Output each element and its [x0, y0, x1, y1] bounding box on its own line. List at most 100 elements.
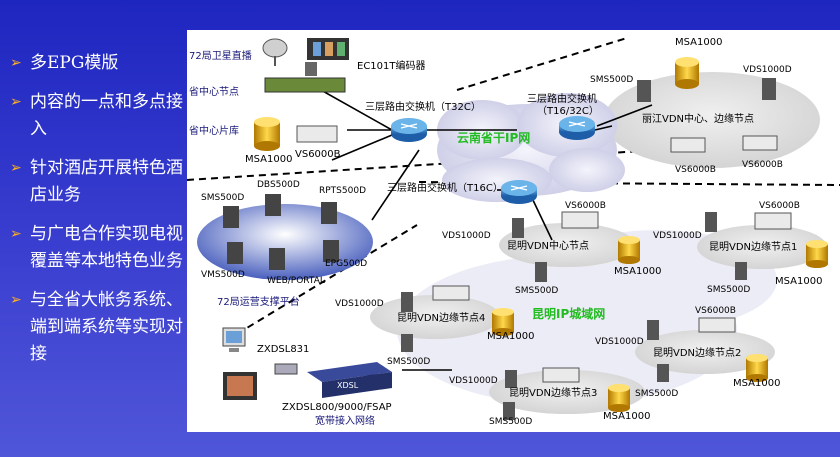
vs-device-icon	[296, 125, 338, 143]
metro-label: 昆明IP城域网	[532, 306, 605, 321]
edge3-sms-label: SMS500D	[489, 417, 532, 427]
prov-center-label: 省中心节点	[189, 85, 239, 98]
server-rack-icon	[305, 62, 317, 76]
arrow-bullet-icon: ➢	[10, 160, 22, 176]
bullet-item: ➢ 针对酒店开展特色酒店业务	[8, 155, 186, 209]
msa-storage-icon	[608, 384, 630, 412]
bullet-text: 与全省大帐务系统、端到端系统等实现对接	[30, 290, 183, 364]
dashed-line	[456, 37, 628, 91]
platform-vms-label: VMS500D	[201, 270, 245, 280]
kunming-center-msa-label: MSA1000	[614, 266, 661, 277]
router-t16-label-line1: 三层路由交换机	[527, 92, 597, 105]
server-tower-icon	[401, 292, 413, 312]
bullet-item: ➢ 与广电合作实现电视覆盖等本地特色业务	[8, 221, 186, 275]
film-reel-icon	[307, 38, 349, 60]
server-tower-icon	[321, 202, 337, 224]
server-tower-icon	[705, 212, 717, 232]
satellite-dish-icon	[262, 38, 288, 66]
encoder-label: EC101T编码器	[357, 59, 426, 72]
arrow-bullet-icon: ➢	[10, 94, 22, 110]
lijiang-vs-a-label: VS6000B	[675, 165, 716, 175]
sat-label: 72局卫星直播	[189, 49, 252, 62]
dslam-device-icon: XDSL	[307, 362, 392, 398]
vs-device-icon	[561, 211, 599, 229]
edge1-vds-label: VDS1000D	[653, 231, 702, 241]
server-tower-icon	[227, 242, 243, 264]
kunming-center-sms-label: SMS500D	[515, 286, 558, 296]
platform-sms-label: SMS500D	[201, 193, 244, 203]
platform-dbs-label: DBS500D	[257, 180, 300, 190]
bullet-list: ➢ 多EPG模版 ➢ 内容的一点和多点接入 ➢ 针对酒店开展特色酒店业务 ➢ 与广电合作…	[8, 50, 186, 380]
kunming-center-ellipse	[499, 223, 635, 267]
edge4-sms-label: SMS500D	[387, 357, 430, 367]
prov-library-label: 省中心片库	[189, 124, 239, 137]
arrow-bullet-icon: ➢	[10, 55, 22, 71]
vs-device-icon	[754, 212, 792, 230]
bullet-item: ➢ 内容的一点和多点接入	[8, 89, 186, 143]
server-tower-icon	[505, 370, 517, 388]
edge1-vs-label: VS6000B	[759, 201, 800, 211]
msa-storage-icon	[746, 354, 768, 382]
edge3-msa-label: MSA1000	[603, 411, 650, 422]
dashed-line	[226, 224, 418, 341]
router-t16-label-line2: （T16/32C）	[537, 105, 599, 117]
server-tower-icon	[637, 80, 651, 102]
server-tower-icon	[323, 240, 339, 262]
bullet-text: 内容的一点和多点接入	[30, 92, 183, 139]
vs-label: VS6000B	[295, 149, 341, 160]
server-tower-icon	[535, 262, 547, 282]
server-tower-icon	[223, 206, 239, 228]
dashed-divider-lines	[187, 37, 840, 341]
lijiang-msa-label: MSA1000	[675, 37, 722, 48]
lijiang-vs-b-label: VS6000B	[742, 160, 783, 170]
lijiang-center-label: 丽江VDN中心、边缘节点	[642, 112, 754, 125]
server-tower-icon	[401, 334, 413, 352]
vs-device-icon	[432, 285, 470, 301]
edge3-ellipse	[489, 370, 645, 414]
edge3-vds-label: VDS1000D	[449, 376, 498, 386]
bullet-text: 针对酒店开展特色酒店业务	[30, 158, 183, 205]
platform-epg-label: EPG500D	[325, 259, 367, 269]
encoder-device-icon	[264, 77, 346, 93]
server-tower-icon	[735, 262, 747, 280]
server-tower-icon	[647, 320, 659, 340]
edge2-sms-label: SMS500D	[635, 389, 678, 399]
kunming-center-vds-label: VDS1000D	[442, 231, 491, 241]
edge1-ellipse	[697, 225, 827, 269]
vs-device-icon	[742, 135, 778, 151]
platform-label: 72局运营支撑平台	[217, 295, 300, 308]
edge2-vs-label: VS6000B	[695, 306, 736, 316]
bullet-text: 与广电合作实现电视覆盖等本地特色业务	[30, 224, 183, 271]
server-tower-icon	[512, 218, 524, 238]
edge2-msa-label: MSA1000	[733, 378, 780, 389]
edge2-label: 昆明VDN边缘节点2	[653, 346, 741, 359]
server-tower-icon	[657, 364, 669, 382]
platform-rpts-label: RPTS500D	[319, 186, 366, 196]
msa-storage-icon	[254, 117, 280, 151]
tv-icon	[223, 372, 257, 400]
zxdsl-top-label: ZXDSL831	[257, 344, 309, 355]
kunming-center-vs-label: VS6000B	[565, 201, 606, 211]
vs-device-icon	[670, 137, 706, 153]
edge1-msa-label: MSA1000	[775, 276, 822, 287]
platform-web-label: WEB/PORTAL	[267, 276, 325, 286]
msa-storage-icon	[618, 236, 640, 264]
arrow-bullet-icon: ➢	[10, 292, 22, 308]
edge1-sms-label: SMS500D	[707, 285, 750, 295]
cloud-label: 云南省干IP网	[457, 130, 530, 145]
bullet-item: ➢ 多EPG模版	[8, 50, 186, 77]
arrow-bullet-icon: ➢	[10, 226, 22, 242]
bullet-text: 多EPG模版	[30, 53, 119, 73]
msa-storage-icon	[492, 308, 514, 336]
dashed-line	[187, 149, 658, 181]
vs-device-icon	[698, 317, 736, 333]
server-tower-icon	[265, 194, 281, 216]
edge4-msa-label: MSA1000	[487, 331, 534, 342]
router-t32c-label: 三层路由交换机（T32C）	[365, 100, 481, 113]
router-icon	[559, 116, 595, 140]
vs-device-icon	[542, 367, 580, 383]
edge1-label: 昆明VDN边缘节点1	[709, 240, 797, 253]
edge4-label: 昆明VDN边缘节点4	[397, 311, 485, 324]
bullet-item: ➢ 与全省大帐务系统、端到端系统等实现对接	[8, 287, 186, 368]
server-tower-icon	[762, 78, 776, 100]
